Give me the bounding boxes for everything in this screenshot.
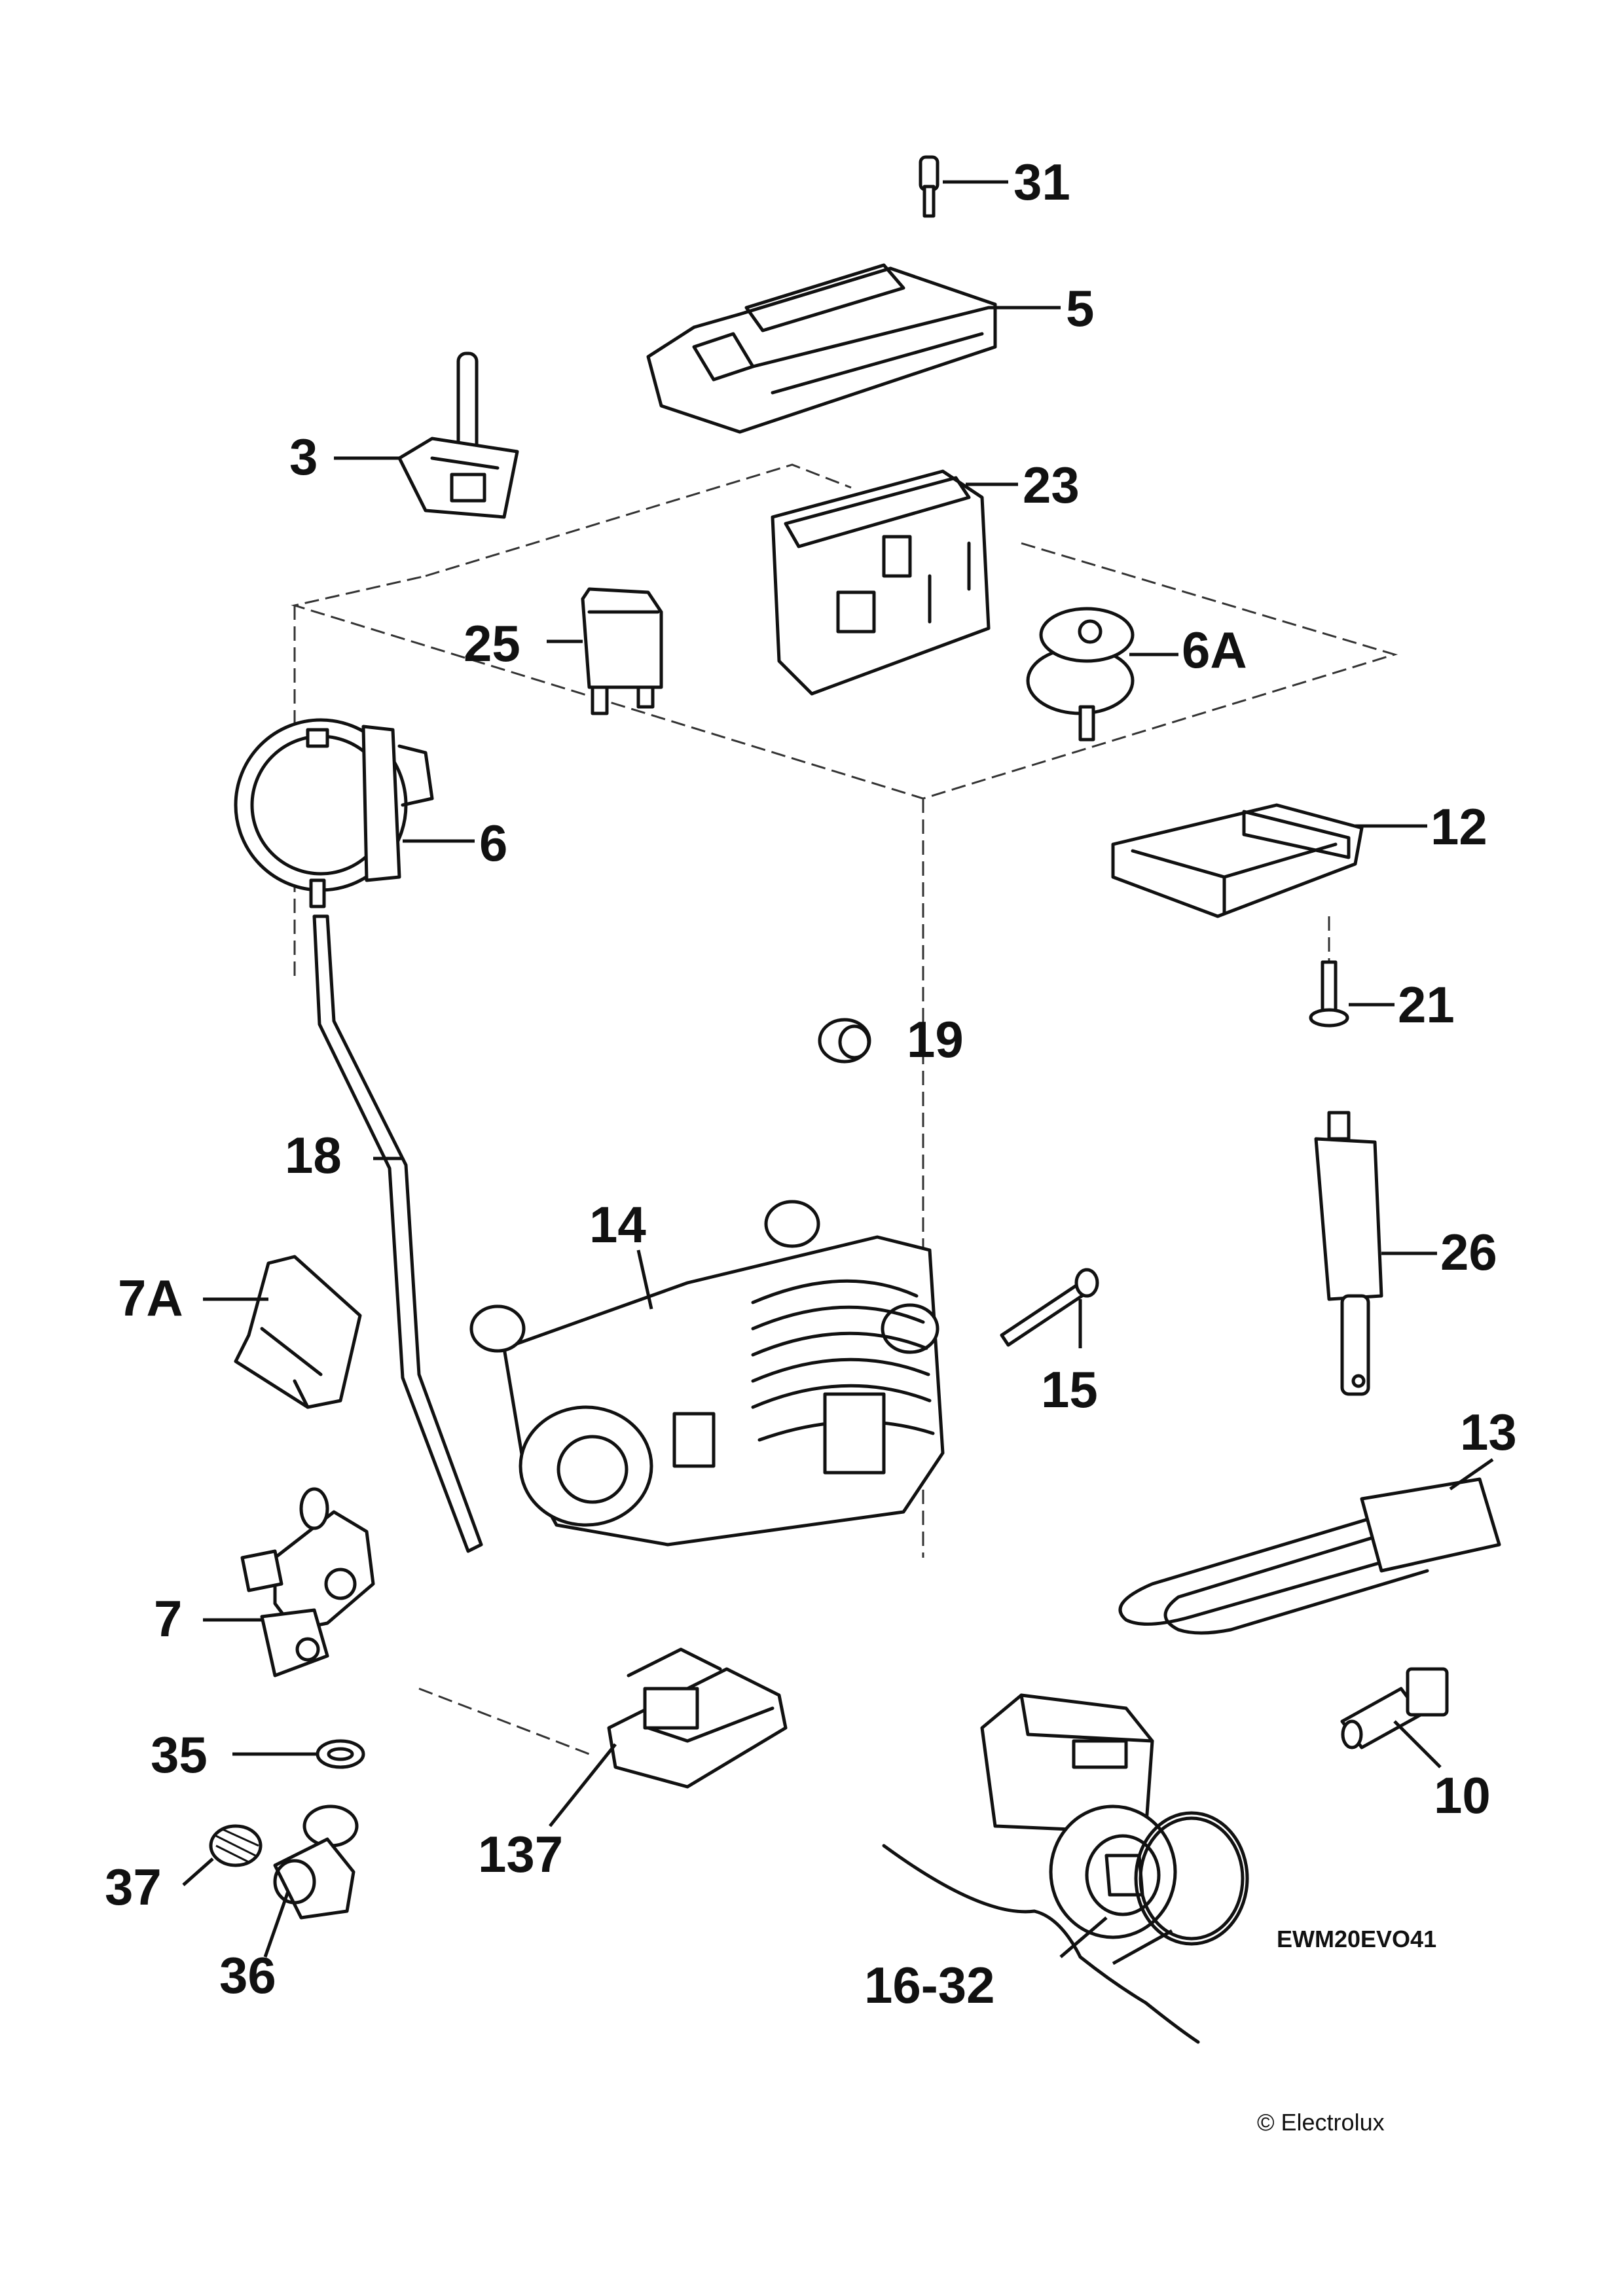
label-part-12: 12 xyxy=(1431,798,1487,855)
part-25-suppressor xyxy=(547,587,663,715)
part-12-door-lock xyxy=(1111,803,1427,918)
part-31-sensor xyxy=(919,155,1008,218)
cabinet-outline xyxy=(291,463,1398,1755)
part-10-ntc-sensor xyxy=(1340,1667,1449,1768)
part-21-screw xyxy=(1309,916,1395,1028)
part-14-motor xyxy=(469,1200,945,1547)
label-part-10: 10 xyxy=(1434,1767,1491,1824)
label-part-19: 19 xyxy=(907,1011,964,1068)
label-part-31: 31 xyxy=(1013,153,1070,211)
part-7-inlet-valve xyxy=(203,1487,375,1677)
part-18-pressure-hose xyxy=(312,914,483,1553)
label-part-5: 5 xyxy=(1066,279,1094,337)
part-35-washer xyxy=(232,1739,365,1769)
label-part-14: 14 xyxy=(589,1196,646,1253)
part-19-grommet xyxy=(818,1018,871,1064)
part-37-filter xyxy=(182,1824,263,1886)
copyright-notice: © Electrolux xyxy=(1257,2109,1385,2136)
label-part-37: 37 xyxy=(105,1858,162,1916)
label-part-36: 36 xyxy=(219,1946,276,2004)
label-part-26: 26 xyxy=(1440,1223,1497,1281)
label-part-21: 21 xyxy=(1398,976,1455,1033)
part-7a-clip xyxy=(203,1255,362,1409)
label-part-13: 13 xyxy=(1460,1403,1517,1461)
label-part-7: 7 xyxy=(154,1590,182,1647)
part-36-fitting xyxy=(263,1804,359,1958)
label-part-3: 3 xyxy=(289,428,318,486)
part-137-board xyxy=(549,1647,788,1827)
part-3-selector-switch xyxy=(334,351,519,519)
label-part-35: 35 xyxy=(151,1726,208,1784)
part-6-programmer xyxy=(234,718,475,908)
label-part-18: 18 xyxy=(285,1126,342,1184)
label-part-137: 137 xyxy=(478,1825,563,1883)
part-23-timer-housing xyxy=(771,469,1018,696)
part-13-heating-element xyxy=(1118,1458,1501,1635)
label-part-15: 15 xyxy=(1041,1361,1098,1418)
part-15-screw xyxy=(1000,1268,1099,1348)
label-part-16-32: 16-32 xyxy=(864,1956,995,2014)
label-part-25: 25 xyxy=(464,615,520,672)
part-26-filter xyxy=(1314,1111,1437,1396)
part-6a-programmer xyxy=(1026,607,1178,742)
label-part-6: 6 xyxy=(479,814,507,872)
part-5-electronic-module xyxy=(646,263,1061,434)
label-part-7a: 7A xyxy=(118,1269,183,1327)
label-part-6a: 6A xyxy=(1182,621,1247,679)
part-16-32-drain-pump xyxy=(882,1693,1249,2044)
label-part-23: 23 xyxy=(1023,456,1080,514)
model-code: EWM20EVO41 xyxy=(1277,1926,1436,1952)
